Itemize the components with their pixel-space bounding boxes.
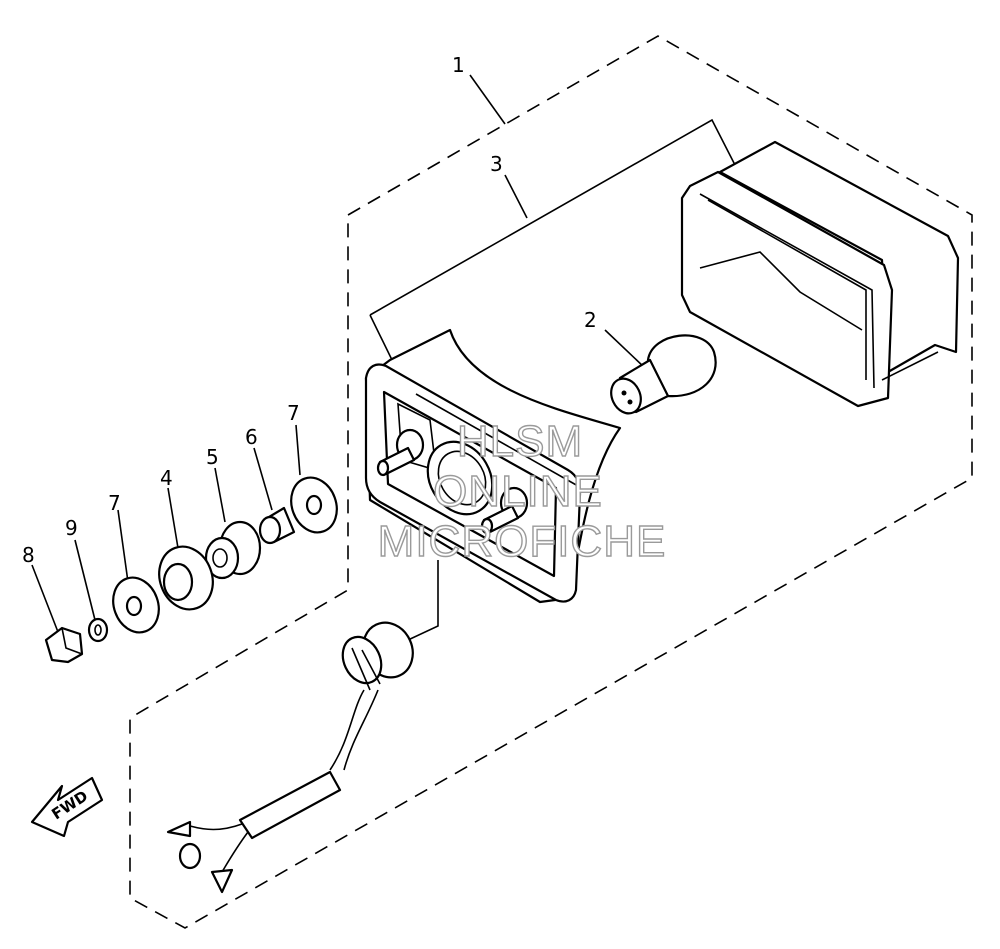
callout-6: 6 (245, 425, 258, 449)
callout-1: 1 (452, 53, 465, 77)
leader-8 (31, 564, 59, 633)
leader-4 (167, 487, 179, 549)
callout-5: 5 (206, 445, 219, 469)
harness-alignment-line (407, 560, 439, 641)
callout-3: 3 (490, 152, 503, 176)
bulb-socket-harness (166, 621, 414, 894)
callout-4: 4 (160, 466, 173, 490)
collar-6 (258, 506, 296, 545)
callout-8: 8 (22, 543, 35, 567)
leader-1 (469, 74, 506, 125)
leader-9 (74, 539, 96, 621)
callout-2: 2 (584, 308, 597, 332)
washer-7-lower (112, 576, 160, 634)
bracket-3 (369, 118, 736, 363)
mounting-stud-lower (480, 486, 529, 535)
grommet-5 (204, 520, 262, 580)
mounting-stud-upper (376, 428, 425, 477)
leader-5 (214, 467, 226, 523)
grommet-4 (158, 545, 214, 611)
leader-2 (604, 329, 646, 369)
callout-7-upper: 7 (287, 401, 300, 425)
bulb (610, 334, 717, 415)
callout-9: 9 (65, 516, 78, 540)
assembly-boundary (129, 35, 973, 929)
cap-nut-8 (44, 626, 84, 664)
tail-light-lens (680, 140, 960, 408)
watermark-line-2: ONLINE (433, 467, 603, 516)
spring-washer-9 (87, 617, 109, 643)
washer-7-upper (290, 476, 338, 534)
leader-7a (117, 509, 129, 583)
watermark-line-1: HLSM (457, 417, 583, 466)
socket-opening (426, 440, 494, 516)
fwd-arrow: FWD (30, 776, 104, 838)
leader-7b (295, 424, 301, 476)
callout-7-lower: 7 (108, 491, 121, 515)
leader-3 (504, 174, 528, 219)
watermark-line-3: MICROFICHE (378, 517, 667, 566)
leader-6 (253, 447, 273, 511)
